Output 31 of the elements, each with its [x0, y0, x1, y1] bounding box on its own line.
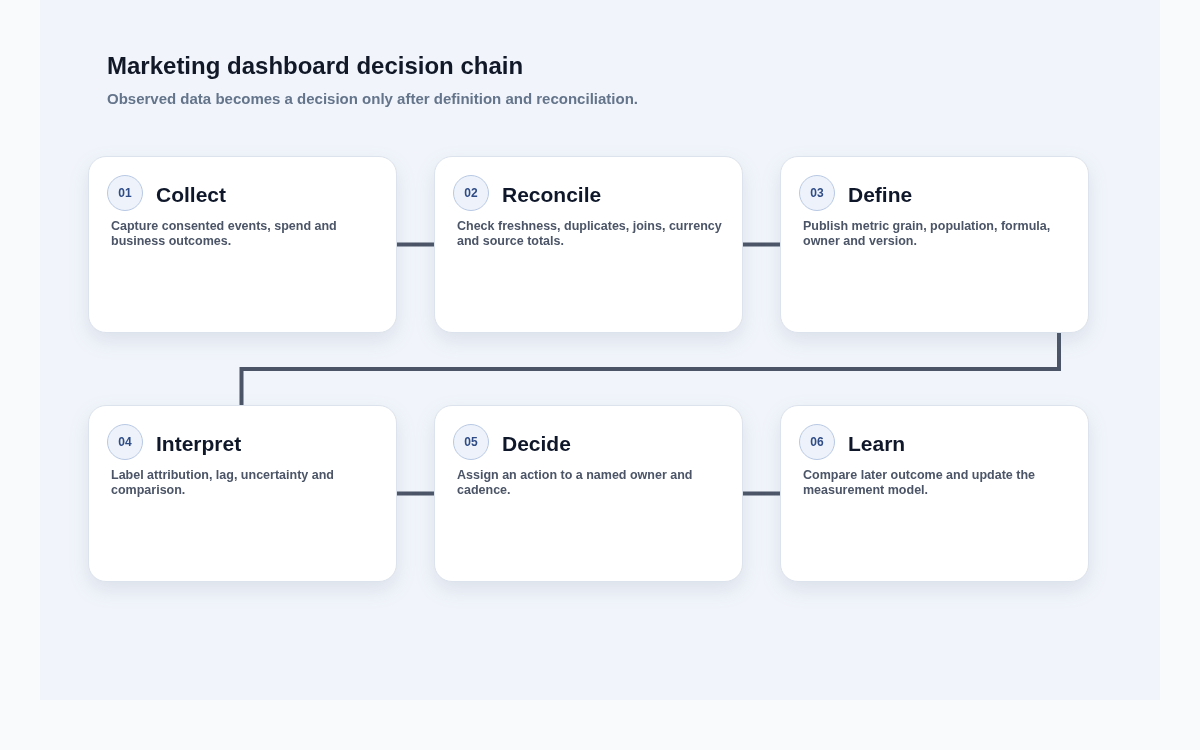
step-card — [88, 405, 397, 582]
step-title: Decide — [502, 431, 571, 457]
step-title: Interpret — [156, 431, 242, 457]
step-description: Label attribution, lag, uncertainty and comparison. — [111, 468, 335, 498]
connector-line — [743, 242, 780, 247]
step-title: Learn — [848, 431, 906, 457]
step-number-badge: 04 — [107, 424, 143, 460]
step-title: Reconcile — [502, 182, 602, 208]
step-description: Assign an action to a named owner and cadence. — [457, 468, 694, 498]
step-number-badge: 01 — [107, 175, 143, 211]
step-description: Check freshness, duplicates, joins, currency and source totals. — [457, 219, 723, 249]
step-number-badge: 05 — [453, 424, 489, 460]
diagram-subtitle: Observed data becomes a decision only after definition and reconciliation. — [107, 89, 638, 109]
step-description: Publish metric grain, population, formula, owner and version. — [803, 219, 1052, 249]
connector-line — [743, 491, 780, 496]
step-card — [780, 156, 1089, 333]
step-card — [780, 405, 1089, 582]
step-number-badge: 02 — [453, 175, 489, 211]
step-number-badge: 06 — [799, 424, 835, 460]
step-title: Define — [848, 182, 913, 208]
connector-line — [397, 491, 434, 496]
step-description: Compare later outcome and update the measurement model. — [803, 468, 1036, 498]
step-card — [434, 405, 743, 582]
step-description: Capture consented events, spend and business outcomes. — [111, 219, 338, 249]
diagram-title: Marketing dashboard decision chain — [107, 51, 524, 81]
connector-line — [239, 333, 1061, 405]
connector-line — [397, 242, 434, 247]
step-card — [434, 156, 743, 333]
step-title: Collect — [156, 182, 226, 208]
step-card — [88, 156, 397, 333]
step-number-badge: 03 — [799, 175, 835, 211]
